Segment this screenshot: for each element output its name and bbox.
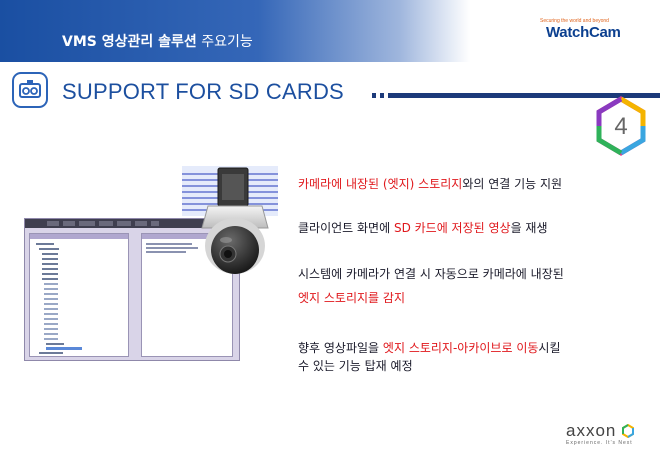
bullet-2-pre: 클라이언트 화면에 xyxy=(298,221,394,235)
tree-node xyxy=(44,293,58,295)
detail-pane-header xyxy=(142,234,232,239)
tree-node xyxy=(44,308,58,310)
tree-node xyxy=(44,323,58,325)
feature-bullet-4-line-1: 향후 영상파일을 엣지 스토리지-아카이브로 이동시킬 xyxy=(298,339,561,357)
detail-row xyxy=(146,243,192,245)
title-rule xyxy=(388,93,660,98)
tree-pane-header xyxy=(30,234,128,239)
camera-housing xyxy=(201,205,269,229)
client-tree-pane xyxy=(29,233,129,357)
tree-node xyxy=(36,243,54,245)
tree-node xyxy=(44,303,58,305)
client-tab xyxy=(99,221,113,226)
brand-tagline: Securing the world and beyond xyxy=(540,18,609,24)
feature-bullet-3-line-2: 엣지 스토리지를 감지 xyxy=(298,291,405,305)
bullet-1-rest: 와의 연결 기능 지원 xyxy=(462,177,563,191)
detail-row xyxy=(146,247,198,249)
tree-node xyxy=(44,288,58,290)
bullet-4-pre: 향후 영상파일을 xyxy=(298,341,383,355)
header-title-rest: 주요기능 xyxy=(196,34,253,50)
section-title: SUPPORT FOR SD CARDS xyxy=(62,79,344,104)
client-tab xyxy=(63,221,75,226)
tree-node xyxy=(42,268,58,270)
client-tab xyxy=(151,221,159,226)
tree-node xyxy=(44,313,58,315)
badge-number: 4 xyxy=(614,113,627,140)
header-band xyxy=(0,0,470,62)
header-bar: VMS 영상관리 솔루션 주요기능 Securing the world and… xyxy=(0,0,660,62)
client-tab xyxy=(79,221,95,226)
feature-bullet-4-line-2: 수 있는 기능 탑재 예정 xyxy=(298,359,413,373)
tree-node xyxy=(42,273,58,275)
client-tab xyxy=(135,221,147,226)
client-screenshot xyxy=(24,218,240,361)
feature-bullet-2: 클라이언트 화면에 SD 카드에 저장된 영상을 재생 xyxy=(298,219,548,237)
camera-recorder-icon xyxy=(12,72,48,108)
tree-node xyxy=(44,333,58,335)
client-tab xyxy=(47,221,59,226)
tree-node xyxy=(42,258,58,260)
bullet-4-rest: 시킬 xyxy=(538,341,561,355)
tree-node xyxy=(42,253,58,255)
tree-node xyxy=(44,283,58,285)
tree-node xyxy=(46,343,64,345)
tree-node xyxy=(44,338,58,340)
tree-node xyxy=(44,318,58,320)
bullet-1-highlight: 카메라에 내장된 (엣지) 스토리지 xyxy=(298,177,463,191)
header-title: VMS 영상관리 솔루션 주요기능 xyxy=(62,31,253,51)
bullet-2-rest: 을 재생 xyxy=(510,221,548,235)
feature-bullet-3-line-1: 시스템에 카메라가 연결 시 자동으로 카메라에 내장된 xyxy=(298,267,564,281)
bullet-4-highlight: 엣지 스토리지-아카이브로 이동 xyxy=(382,341,539,355)
detail-row xyxy=(146,251,186,253)
client-toolbar xyxy=(25,219,239,228)
tree-node xyxy=(42,263,58,265)
tree-node xyxy=(39,352,63,354)
step-hex-badge: 4 xyxy=(594,96,648,156)
feature-bullet-1: 카메라에 내장된 (엣지) 스토리지와의 연결 기능 지원 xyxy=(298,175,562,193)
header-title-bold: VMS 영상관리 솔루션 xyxy=(62,34,197,50)
sd-camera-illustration xyxy=(182,166,278,274)
title-rule-dash-1 xyxy=(372,93,376,98)
tree-node xyxy=(39,248,59,250)
tree-node-selected xyxy=(46,347,82,350)
axxon-logo: axxon xyxy=(566,421,617,440)
watchcam-logo: WatchCam xyxy=(546,24,621,41)
tree-node xyxy=(44,298,58,300)
tree-node xyxy=(42,278,58,280)
axxon-slogan: Experience. It's Next xyxy=(566,440,633,446)
title-rule-dash-2 xyxy=(380,93,384,98)
axxon-logo-mark xyxy=(622,424,634,438)
tree-node xyxy=(44,328,58,330)
bullet-2-highlight: SD 카드에 저장된 영상 xyxy=(393,221,511,235)
client-tab xyxy=(117,221,131,226)
